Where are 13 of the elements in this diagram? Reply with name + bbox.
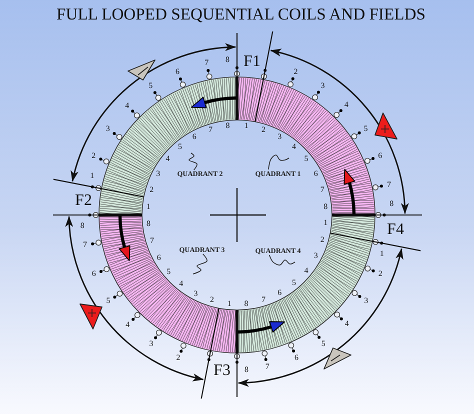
terminal-number: 7 (204, 58, 209, 67)
terminal-number: 7 (265, 363, 270, 371)
terminal-number: 8 (80, 222, 84, 230)
field-label: F3 (214, 363, 230, 379)
terminal-number: 8 (390, 200, 394, 208)
terminal-number: 7 (387, 180, 391, 189)
terminal-number: 7 (82, 241, 87, 250)
terminal-number: 8 (226, 56, 230, 64)
field-label: F2 (75, 192, 92, 208)
field-label: F4 (387, 222, 404, 238)
terminal-number: 8 (244, 366, 248, 374)
title: FULL LOOPED SEQUENTIAL COILS AND FIELDS (56, 6, 426, 24)
field-label: F1 (244, 54, 260, 70)
